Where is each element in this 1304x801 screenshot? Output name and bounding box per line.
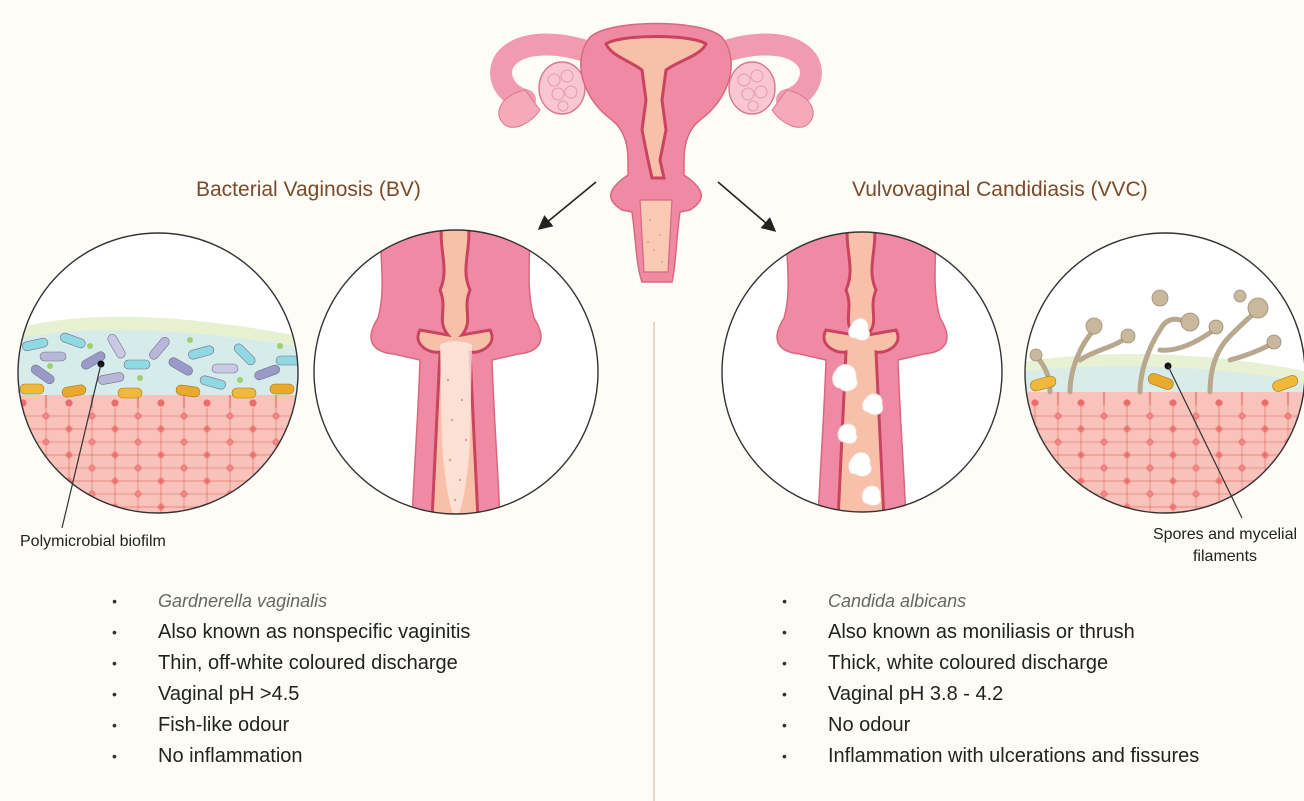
uterus-illustration [499, 24, 813, 283]
vvc-facts-list: Candida albicans Also known as moniliasi… [782, 586, 1199, 772]
arrow-to-bv [540, 182, 596, 228]
bv-fact: Also known as nonspecific vaginitis [112, 617, 470, 648]
bv-callout-label: Polymicrobial biofilm [20, 533, 166, 551]
bv-fact-species: Gardnerella vaginalis [112, 586, 470, 617]
vvc-callout-label: Spores and mycelial filaments [1150, 524, 1300, 568]
bv-title: Bacterial Vaginosis (BV) [196, 178, 421, 202]
vvc-fact: No odour [782, 710, 1199, 741]
bv-vagina-closeup-circle [314, 222, 598, 520]
vvc-title: Vulvovaginal Candidiasis (VVC) [852, 178, 1148, 202]
bv-biofilm-circle [10, 233, 320, 528]
left-ovary [539, 62, 585, 114]
vvc-fact: Thick, white coloured discharge [782, 648, 1199, 679]
vvc-spores-circle [1020, 233, 1304, 525]
vvc-fact: Also known as moniliasis or thrush [782, 617, 1199, 648]
vvc-vagina-closeup-circle [722, 222, 1002, 520]
vvc-fact: Vaginal pH 3.8 - 4.2 [782, 679, 1199, 710]
bv-facts-list: Gardnerella vaginalis Also known as nons… [112, 586, 470, 772]
bv-fact: No inflammation [112, 741, 470, 772]
vvc-callout-line-1: Spores and mycelial [1150, 524, 1300, 546]
arrow-to-vvc [718, 182, 774, 230]
vvc-fact: Inflammation with ulcerations and fissur… [782, 741, 1199, 772]
vvc-fact-species: Candida albicans [782, 586, 1199, 617]
bv-fact: Thin, off-white coloured discharge [112, 648, 470, 679]
bv-fact: Vaginal pH >4.5 [112, 679, 470, 710]
vvc-callout-line-2: filaments [1150, 546, 1300, 568]
bv-fact: Fish-like odour [112, 710, 470, 741]
right-ovary [729, 62, 775, 114]
